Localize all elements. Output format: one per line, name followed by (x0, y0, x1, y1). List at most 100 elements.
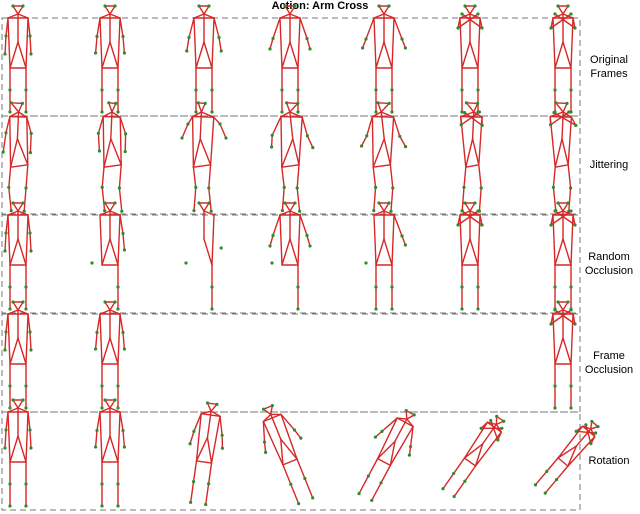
skeleton-joint (28, 330, 32, 334)
skeleton-bone (360, 135, 368, 147)
skeleton-joint (192, 429, 196, 433)
skeleton-frame (268, 201, 312, 311)
skeleton-joint (207, 201, 211, 205)
skeleton-bone (192, 166, 197, 189)
skeleton-bone (205, 483, 210, 506)
skeleton-joint (296, 307, 300, 311)
skeleton-bone (389, 164, 394, 189)
skeleton-joint (194, 88, 198, 92)
skeleton-joint (460, 285, 464, 289)
skeleton-joint (553, 88, 557, 92)
skeleton-bone (567, 435, 596, 467)
skeleton-bone (371, 115, 374, 168)
skeleton-joint (29, 348, 33, 352)
skeleton-joint (374, 307, 378, 311)
skeleton-joint (122, 347, 126, 351)
skeleton-joint (293, 4, 297, 8)
skeleton-bone (409, 425, 414, 448)
skeleton-joint (569, 209, 573, 213)
skeleton-joint (296, 101, 300, 105)
skeleton-bone (25, 164, 29, 189)
skeleton-bone (474, 443, 484, 467)
skeleton-joint (116, 307, 120, 311)
skeleton-bone (280, 413, 296, 431)
skeleton-bone (99, 411, 103, 463)
skeleton-joint (476, 285, 480, 289)
skeleton-joint (460, 110, 464, 114)
skeleton-joint (8, 482, 12, 486)
skeleton-joint (489, 418, 493, 423)
skeleton-bone (366, 115, 374, 137)
skeleton-frame (549, 101, 578, 213)
skeleton-joint (460, 307, 464, 311)
skeleton-joint (289, 482, 293, 486)
skeleton-joint (28, 34, 32, 38)
skeleton-bone (372, 138, 385, 168)
skeleton-joint (29, 131, 33, 135)
skeleton-joint (390, 88, 394, 92)
skeleton-joint (113, 300, 117, 304)
skeleton-joint (117, 186, 121, 190)
skeleton-joint (224, 136, 228, 140)
skeleton-joint (364, 261, 368, 265)
skeleton-joint (218, 122, 222, 126)
skeleton-bone (391, 214, 395, 266)
skeleton-joint (303, 476, 307, 481)
skeleton-joint (116, 110, 120, 114)
skeleton-bone (383, 41, 393, 69)
skeleton-joint (404, 145, 408, 149)
skeleton-joint (113, 4, 117, 8)
skeleton-joint (122, 445, 126, 449)
skeleton-bone (394, 418, 408, 443)
skeleton-bone (465, 164, 480, 168)
skeleton-bone (561, 138, 569, 166)
skeleton-bone (262, 420, 284, 466)
skeleton-bone (206, 436, 213, 464)
skeleton-bone (9, 115, 12, 168)
skeleton-joint (24, 406, 28, 410)
skeleton-joint (100, 406, 104, 410)
skeleton-bone (199, 111, 203, 140)
skeleton-joint (370, 498, 374, 502)
skeleton-joint (197, 4, 201, 8)
skeleton-bone (281, 186, 285, 212)
skeleton-bone (94, 35, 98, 54)
skeleton-bone (29, 232, 32, 252)
skeleton-bone (9, 41, 19, 69)
skeleton-bone (299, 214, 308, 237)
skeleton-joint (374, 185, 378, 189)
skeleton-bone (304, 477, 314, 499)
skeleton-frame (94, 4, 126, 114)
skeleton-joint (271, 233, 275, 238)
skeleton-joint (210, 110, 214, 114)
skeleton-joint (100, 110, 104, 114)
skeleton-bone (192, 138, 201, 168)
row-label-line: Random (588, 251, 630, 263)
skeleton-frame (180, 101, 228, 213)
skeleton-bone (109, 41, 119, 69)
skeleton-bone (7, 313, 11, 365)
skeleton-bone (17, 41, 27, 69)
skeleton-joint (219, 246, 223, 250)
skeleton-bone (401, 38, 407, 49)
skeleton-joint (380, 429, 384, 433)
skeleton-joint (285, 101, 289, 105)
skeleton-bone (281, 164, 300, 168)
skeleton-bone (371, 111, 382, 118)
skeleton-bone (108, 102, 113, 113)
skeleton-bone (280, 438, 284, 466)
skeleton-joint (533, 483, 538, 487)
skeleton-joint (1, 150, 5, 154)
skeleton-joint (480, 26, 484, 30)
skeleton-joint (280, 209, 284, 213)
skeleton-bone (188, 17, 195, 39)
skeleton-bone (213, 17, 220, 39)
skeleton-joint (573, 26, 577, 30)
skeleton-bone (460, 111, 481, 126)
skeleton-bone (262, 420, 266, 443)
skeleton-joint (121, 330, 125, 335)
row-label: Jittering (580, 158, 638, 172)
row-panel-border (1, 17, 581, 117)
skeleton-joint (210, 285, 214, 289)
